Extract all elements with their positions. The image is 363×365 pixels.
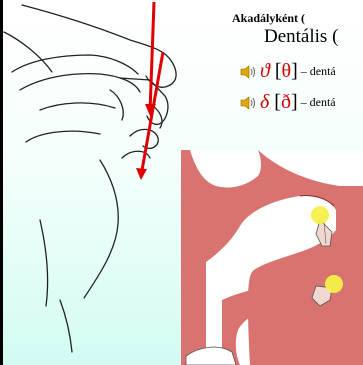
vocal-tract-illustration xyxy=(0,0,363,365)
slide: Akadályként ( Dentális ( ϑ [ θ ] – dentá… xyxy=(0,0,363,365)
